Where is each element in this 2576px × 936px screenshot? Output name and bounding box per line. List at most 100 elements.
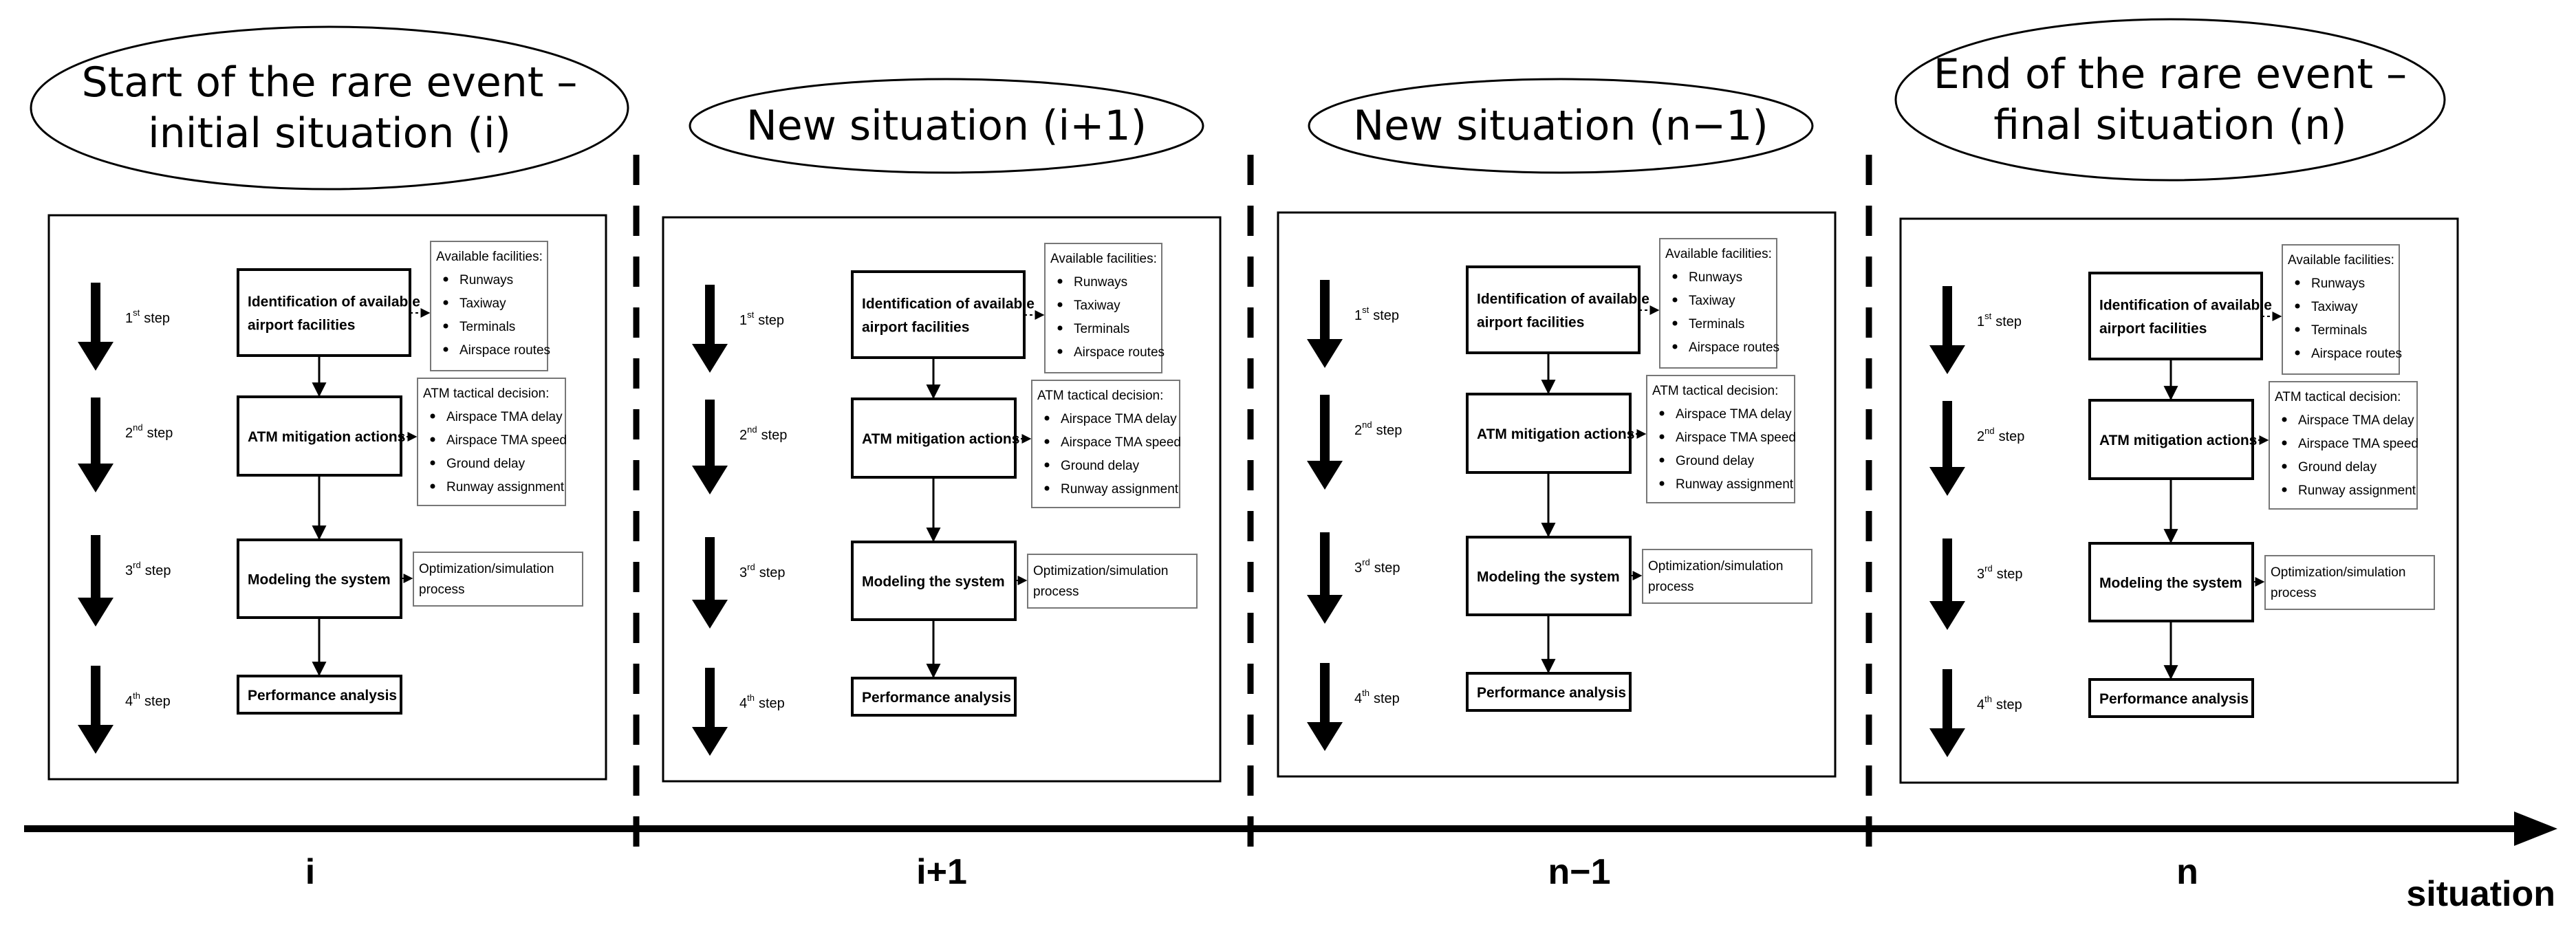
bullet-dot [1659, 457, 1665, 463]
atm-note-item: Runway assignment [2298, 483, 2416, 498]
atm-note-item: Ground delay [1676, 454, 1755, 468]
atm-note-item: Airspace TMA speed [1061, 435, 1181, 450]
atm-note-item: Runway assignment [1061, 482, 1179, 497]
atm-note-heading: ATM tactical decision: [423, 387, 549, 401]
step-arrow-shaft [1942, 669, 1952, 730]
situation-axis-title: situation [2406, 874, 2555, 914]
facilities-note-item: Airspace routes [1074, 345, 1165, 360]
step-number: 4 [739, 696, 747, 711]
facilities-note-item: Taxiway [1689, 294, 1735, 308]
step-arrow-head [78, 598, 113, 627]
bullet-dot [2282, 487, 2287, 492]
optimization-note-text: process [1033, 585, 1079, 599]
step-arrow-head [1307, 722, 1343, 751]
step-ordinal: nd [1984, 426, 1994, 436]
step-ordinal: nd [1362, 420, 1372, 430]
process-label-modeling: Modeling the system [248, 572, 391, 588]
optimization-note-text: process [2271, 586, 2317, 600]
stages: Start of the rare event –initial situati… [30, 18, 2459, 784]
step-number: 3 [125, 563, 133, 578]
bullet-dot [2295, 303, 2300, 309]
atm-note-box [417, 378, 566, 506]
bullet-dot [443, 347, 448, 352]
step-arrow-shaft [705, 285, 715, 345]
optimization-note-box [1027, 554, 1198, 609]
bullet-dot [1659, 434, 1665, 439]
atm-note-item: Ground delay [2298, 460, 2377, 475]
situation-axis-arrowhead [2514, 812, 2557, 846]
facilities-note-item: Runways [1689, 270, 1742, 285]
step-ordinal: nd [747, 424, 757, 435]
step-ordinal: rd [1362, 557, 1370, 567]
bullet-dot [1044, 439, 1050, 444]
step-word: step [1995, 314, 2022, 329]
step-arrow-shaft [1942, 401, 1952, 468]
facilities-note-item: Airspace routes [1689, 340, 1779, 355]
step-number: 2 [1977, 429, 1984, 444]
bullet-dot [1044, 462, 1050, 468]
process-label-performance: Performance analysis [862, 690, 1011, 706]
step-ordinal: th [133, 690, 140, 701]
facilities-note-item: Airspace routes [459, 343, 550, 358]
bullet-dot [1672, 297, 1678, 303]
facilities-note-item: Taxiway [1074, 298, 1121, 313]
step-arrow-shaft [91, 398, 100, 465]
stage-title-ellipse [30, 25, 629, 191]
process-label-mitigation: ATM mitigation actions [1477, 426, 1634, 442]
step-number: 3 [739, 565, 747, 580]
facilities-note-item: Terminals [2311, 323, 2367, 338]
process-label-mitigation: ATM mitigation actions [2099, 433, 2257, 448]
optimization-note-box [1642, 549, 1812, 604]
process-label-performance: Performance analysis [248, 688, 397, 704]
step-ordinal: st [1362, 305, 1370, 315]
stage-dividers [633, 155, 1872, 851]
stage-title-ellipse [1894, 18, 2446, 182]
stage-title: End of the rare event – [1934, 50, 2407, 98]
optimization-note-text: Optimization/simulation [2271, 565, 2405, 580]
process-label-mitigation: ATM mitigation actions [862, 431, 1019, 447]
bullet-dot [430, 437, 435, 442]
atm-note-item: Airspace TMA speed [2298, 437, 2418, 451]
axis-stage-label: n [2176, 852, 2198, 892]
step-arrow-head [1929, 601, 1965, 630]
step-ordinal: th [1984, 694, 1992, 704]
step-ordinal: rd [747, 562, 755, 572]
step-arrow-shaft [1320, 532, 1330, 596]
atm-note-item: Airspace TMA speed [446, 433, 567, 448]
process-box-identification [237, 268, 411, 357]
step-ordinal: st [1984, 311, 1992, 321]
step-arrow-head [1929, 467, 1965, 496]
step-arrow-shaft [705, 537, 715, 601]
optimization-note-text: Optimization/simulation [419, 562, 554, 576]
step-word: step [1376, 423, 1403, 438]
step-word: step [759, 565, 786, 580]
step-word: step [147, 426, 173, 441]
bullet-dot [1672, 320, 1678, 326]
step-word: step [1373, 308, 1399, 323]
stage-title: New situation (n−1) [1353, 102, 1768, 150]
step-arrow-head [692, 727, 728, 756]
stage-title-ellipse [689, 78, 1204, 174]
optimization-note-text: process [1648, 580, 1694, 594]
atm-note-item: Ground delay [1061, 459, 1140, 473]
step-number: 2 [1354, 423, 1362, 438]
atm-note-item: Runway assignment [1676, 477, 1794, 492]
process-box-mitigation [237, 395, 402, 477]
process-label-modeling: Modeling the system [2099, 576, 2242, 591]
facilities-note-item: Runways [2311, 276, 2365, 291]
bullet-dot [1044, 415, 1050, 421]
atm-note-heading: ATM tactical decision: [1037, 389, 1163, 403]
step-ordinal: st [133, 307, 140, 318]
stage-title-ellipse [1308, 78, 1814, 174]
stage-1: Start of the rare event –initial situati… [30, 25, 629, 781]
step-arrow-shaft [705, 400, 715, 467]
step-arrow-head [692, 466, 728, 494]
step-word: step [758, 313, 784, 328]
